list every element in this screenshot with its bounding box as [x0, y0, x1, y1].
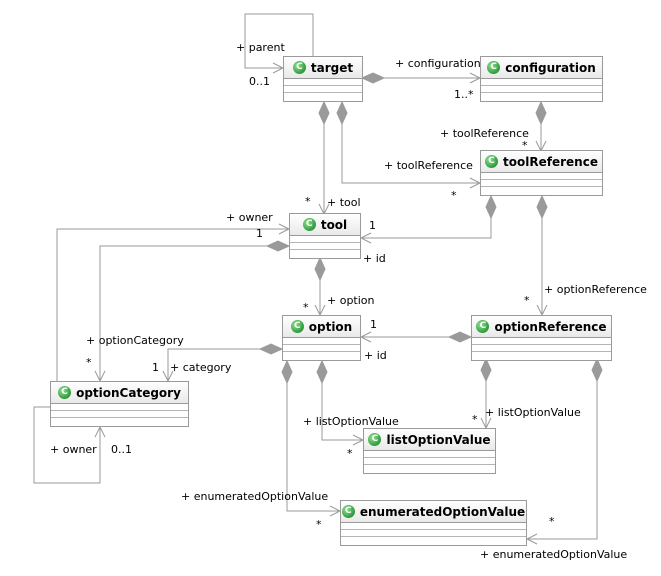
- parent-role-label: + parent: [236, 41, 285, 54]
- optionref-role-label: + optionReference: [544, 283, 647, 296]
- listval-role-label-left: + listOptionValue: [303, 415, 399, 428]
- category-multiplicity: 1: [152, 361, 159, 374]
- class-icon: C: [485, 155, 499, 168]
- option-multiplicity: *: [303, 301, 309, 314]
- listval-multiplicity-left: *: [347, 447, 353, 460]
- enumval-multiplicity-right: *: [549, 515, 555, 528]
- class-name: configuration: [505, 60, 596, 75]
- cat-owner-loop-arrowhead: [94, 425, 106, 438]
- class-name: enumeratedOptionValue: [359, 504, 526, 519]
- optioncat-owner-line: [56, 228, 289, 381]
- tool-id-label: + id: [363, 252, 386, 265]
- optionref-option-diamond: [447, 331, 473, 343]
- toolref-tool-arrowhead: [359, 232, 372, 244]
- class-name: optionReference: [494, 319, 607, 334]
- toolref-multiplicity-mid: *: [451, 189, 457, 202]
- optioncat-multiplicity: *: [86, 356, 92, 369]
- owner-multiplicity: 1: [256, 227, 263, 240]
- toolref-role-label-top: + toolReference: [440, 127, 529, 140]
- configuration-composition-diamond: [360, 72, 386, 84]
- tool-optioncat-line: [99, 245, 267, 381]
- cat-owner-multiplicity: 0..1: [111, 443, 132, 456]
- class-name: target: [310, 60, 354, 75]
- option-listval-diamond: [316, 359, 328, 385]
- toolref-optionref-diamond: [536, 194, 548, 220]
- optionref-option-multiplicity: 1: [370, 318, 377, 331]
- class-name: optionCategory: [76, 385, 181, 400]
- class-name: toolReference: [503, 154, 598, 169]
- option-enumval-diamond: [281, 359, 293, 385]
- class-icon: C: [476, 320, 490, 333]
- toolref-multiplicity-top: *: [522, 139, 528, 152]
- parent-multiplicity: 0..1: [249, 75, 270, 88]
- toolref-tool-line: [361, 218, 492, 239]
- enumval-multiplicity-left: *: [316, 518, 322, 531]
- target-tool-diamond: [318, 100, 330, 126]
- class-icon: C: [487, 61, 501, 74]
- option-category-diamond: [258, 343, 284, 355]
- tool-option-diamond: [314, 256, 326, 282]
- optionref-option-arrowhead: [359, 331, 372, 343]
- option-listval-line: [321, 383, 363, 441]
- optionref-enumval-arrowhead: [525, 533, 538, 545]
- option-enumval-line: [286, 383, 340, 512]
- option-id-label: + id: [364, 349, 387, 362]
- class-icon: C: [292, 61, 306, 74]
- tool-multiplicity: *: [305, 195, 311, 208]
- class-icon: C: [368, 433, 382, 446]
- category-role-label: + category: [170, 361, 232, 374]
- class-name: option: [308, 319, 353, 334]
- toolref-role-label-mid: + toolReference: [384, 159, 473, 172]
- optionref-enumval-diamond: [591, 357, 603, 383]
- target-toolref-diamond: [336, 100, 348, 126]
- class-icon: C: [290, 320, 304, 333]
- owner-role-label: + owner: [226, 211, 273, 224]
- cat-owner-role-label: + owner: [50, 443, 97, 456]
- toolref-tool-multiplicity: 1: [369, 219, 376, 232]
- enumval-role-label-right: + enumeratedOptionValue: [480, 548, 628, 561]
- optioncat-role-label: + optionCategory: [86, 334, 184, 347]
- optionref-multiplicity: *: [524, 294, 530, 307]
- config-toolref-diamond: [535, 100, 547, 126]
- target-toolref-line: [341, 124, 480, 184]
- parent-association-line: [244, 13, 314, 69]
- tool-optioncat-diamond: [265, 240, 291, 252]
- configuration-multiplicity: 1..*: [454, 88, 474, 101]
- optionref-listval-diamond: [480, 357, 492, 383]
- class-name: tool: [320, 217, 348, 232]
- listval-multiplicity-right: *: [472, 413, 478, 426]
- toolref-tool-diamond: [485, 194, 497, 220]
- tool-role-label: + tool: [327, 196, 361, 209]
- class-name: listOptionValue: [386, 432, 491, 447]
- class-icon: C: [302, 218, 316, 231]
- class-icon: C: [341, 505, 355, 518]
- optionref-enumval-line: [527, 381, 598, 540]
- option-role-label: + option: [327, 294, 375, 307]
- cat-owner-loop-line: [33, 406, 101, 484]
- option-category-line: [167, 348, 260, 381]
- class-icon: C: [58, 386, 72, 399]
- configuration-role-label: + configuration: [395, 57, 481, 70]
- enumval-role-label-left: + enumeratedOptionValue: [181, 490, 329, 503]
- listval-role-label-right: + listOptionValue: [485, 406, 581, 419]
